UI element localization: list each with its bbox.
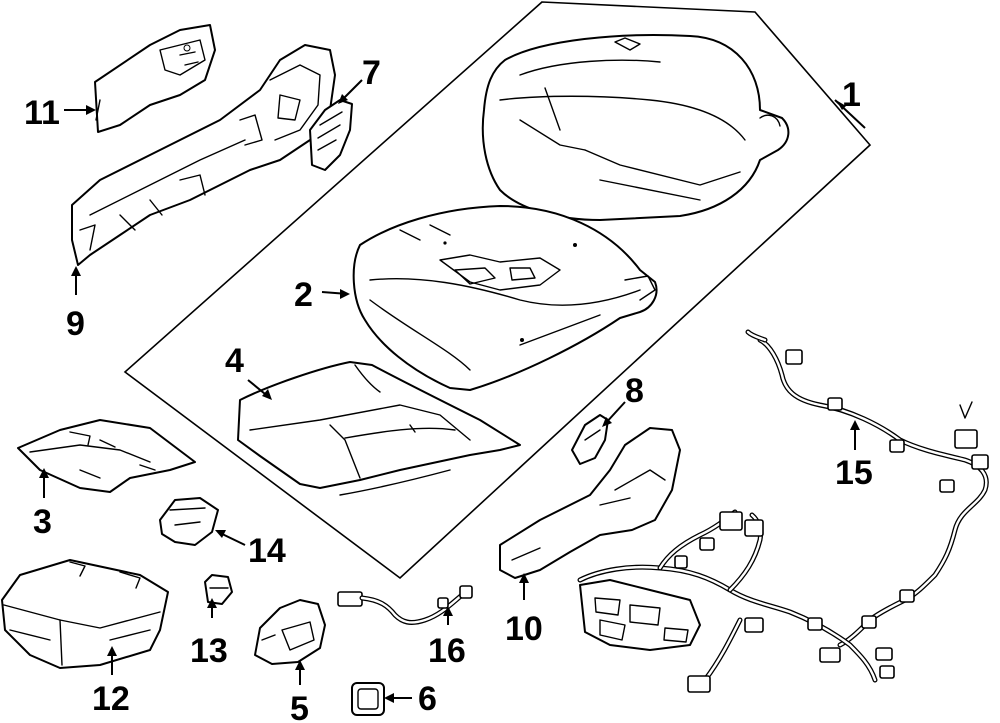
- control-module-part: [1, 559, 169, 669]
- small-bracket-part: [571, 414, 609, 465]
- callout-5: 5: [290, 690, 309, 723]
- switch-knob-part: [309, 99, 353, 171]
- callout-4: 4: [225, 342, 244, 380]
- callout-14: 14: [248, 532, 286, 570]
- callout-8: 8: [625, 372, 644, 410]
- seat-cushion-pad-part: [352, 205, 658, 391]
- callout-1: 1: [842, 76, 861, 114]
- callout-6: 6: [418, 680, 437, 718]
- callout-16: 16: [428, 632, 466, 670]
- callout-12: 12: [92, 680, 130, 718]
- small-harness-part: [337, 585, 473, 625]
- seat-cushion-kit-frame: [123, 1, 872, 580]
- seat-cover-part: [481, 34, 790, 221]
- callout-10: 10: [505, 610, 543, 648]
- callout-9: 9: [66, 305, 85, 343]
- callout-labels: 1 2 3 4 5 6 7 8 9 10 11 12 13 14 15 16: [24, 54, 873, 723]
- seat-frame-harness: [577, 509, 878, 693]
- small-switch-part: [159, 497, 219, 546]
- callout-7: 7: [362, 54, 381, 92]
- sensor-switch-part: [254, 599, 326, 665]
- side-trim-cap-part: [94, 24, 216, 133]
- callout-11: 11: [24, 94, 60, 132]
- leader-arrows: [39, 79, 866, 703]
- callout-13: 13: [190, 632, 228, 670]
- callout-15: 15: [835, 454, 873, 492]
- main-wire-harness-part: [745, 329, 989, 679]
- clip-part: [204, 574, 233, 605]
- seat-pan-part: [237, 361, 521, 496]
- callout-3: 3: [33, 503, 52, 541]
- button-part: [351, 682, 385, 716]
- bracket-part: [17, 419, 196, 493]
- callout-2: 2: [294, 276, 313, 314]
- side-cover-panel-part: [499, 427, 681, 579]
